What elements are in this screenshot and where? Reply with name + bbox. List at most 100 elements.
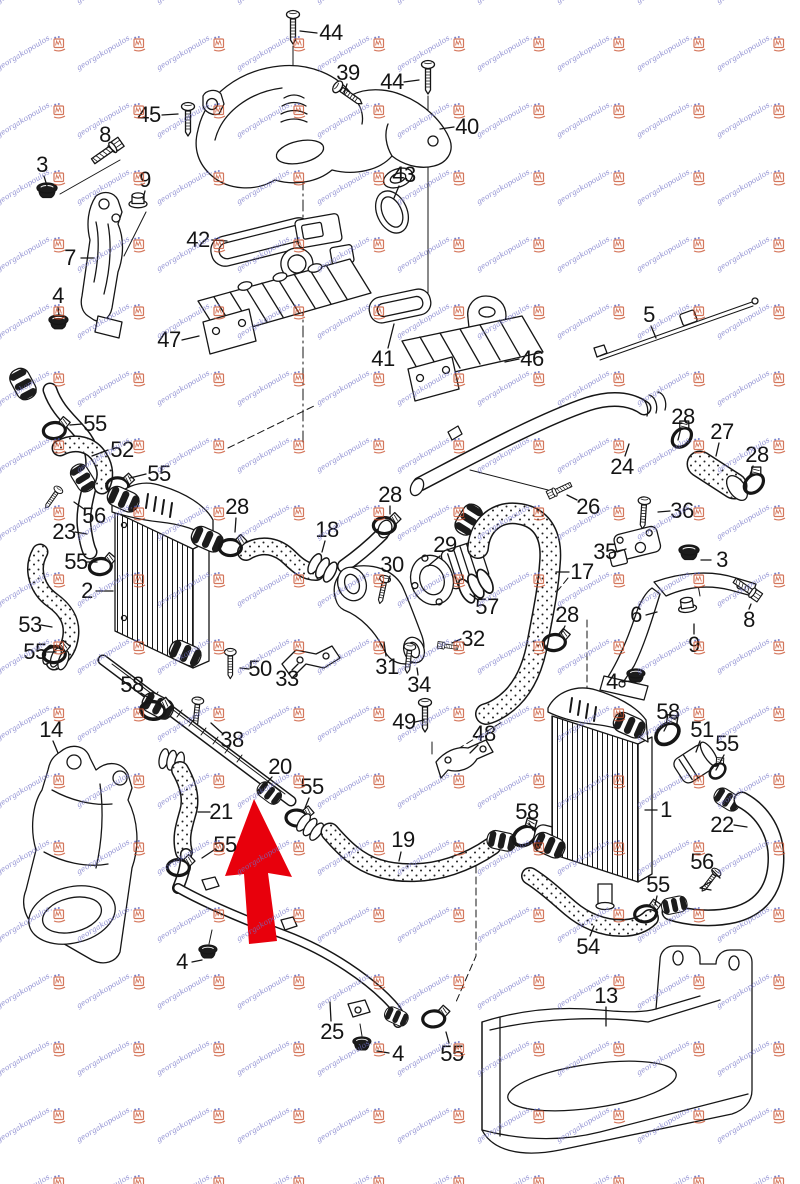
callout-41: 41: [371, 346, 395, 371]
callout-43: 43: [392, 162, 416, 187]
callout-34: 34: [407, 672, 431, 697]
pipe-24: [409, 391, 667, 497]
callout-7: 7: [64, 245, 76, 270]
callout-21: 21: [209, 799, 233, 824]
callout-8: 8: [99, 122, 111, 147]
callout-9: 9: [688, 632, 700, 657]
callout-2: 2: [81, 578, 93, 603]
bolt-36: [635, 495, 652, 530]
callout-20: 20: [268, 754, 292, 779]
callout-29: 29: [433, 532, 457, 557]
callout-38: 38: [220, 727, 244, 752]
intercooler-1: [529, 687, 653, 911]
callout-46: 46: [520, 346, 544, 371]
callout-8: 8: [743, 607, 755, 632]
callout-14: 14: [39, 717, 63, 742]
hose-17: [450, 500, 562, 725]
hose-22: [661, 784, 785, 927]
callout-25: 25: [320, 1019, 344, 1044]
callout-4: 4: [52, 283, 64, 308]
nut-9b: [676, 595, 698, 615]
callout-4: 4: [392, 1041, 404, 1066]
bolt-45: [180, 101, 196, 137]
callout-3: 3: [36, 152, 48, 177]
clamp-55i: [416, 999, 453, 1035]
callout-56: 56: [690, 849, 714, 874]
callout-4: 4: [176, 949, 188, 974]
bolt-50: [223, 647, 237, 680]
bracket-7: [80, 191, 124, 339]
screw-56b: [697, 866, 723, 895]
callout-54: 54: [576, 934, 600, 959]
callout-53: 53: [18, 612, 42, 637]
callout-40: 40: [455, 114, 479, 139]
callout-27: 27: [710, 419, 734, 444]
callout-52: 52: [110, 437, 134, 462]
bracket-48: [435, 739, 494, 779]
intercooler-2: [103, 482, 227, 670]
callout-30: 30: [380, 552, 404, 577]
callout-9: 9: [139, 167, 151, 192]
grommet-3b: [678, 544, 700, 561]
callout-31: 31: [375, 654, 399, 679]
leader-lines: [40, 30, 754, 1054]
callout-3: 3: [716, 547, 728, 572]
callout-5: 5: [643, 302, 655, 327]
sensor-35: [608, 525, 662, 568]
callout-56: 56: [82, 503, 106, 528]
callout-58: 58: [515, 799, 539, 824]
callout-44: 44: [319, 20, 343, 45]
gasket-43: [374, 190, 410, 234]
callout-28: 28: [555, 602, 579, 627]
manifold-46: [401, 295, 544, 402]
callout-23: 23: [52, 519, 76, 544]
callout-28: 28: [378, 482, 402, 507]
callout-49: 49: [392, 709, 416, 734]
callout-39: 39: [336, 60, 360, 85]
screw-49: [417, 697, 433, 733]
callout-28: 28: [225, 494, 249, 519]
shield-14: [23, 745, 138, 964]
pipe-25: [173, 876, 411, 1029]
callout-55: 55: [64, 549, 88, 574]
callout-44: 44: [380, 69, 404, 94]
hoses-left: [5, 364, 138, 672]
grommet-4: [48, 314, 69, 330]
sleeve-27: [686, 450, 749, 502]
callout-55: 55: [440, 1041, 464, 1066]
grommet-4b: [198, 944, 218, 959]
callout-47: 47: [157, 327, 181, 352]
callout-55: 55: [646, 872, 670, 897]
hose-19: [320, 822, 518, 883]
callout-55: 55: [23, 639, 47, 664]
gasket-41: [368, 288, 432, 324]
callout-55: 55: [147, 461, 171, 486]
callout-57: 57: [475, 594, 499, 619]
hose-18: [213, 505, 404, 585]
callout-18: 18: [315, 517, 339, 542]
callout-6: 6: [630, 602, 642, 627]
callout-13: 13: [594, 983, 618, 1008]
callout-4: 4: [606, 669, 618, 694]
cable-tie-5: [593, 297, 759, 361]
callout-32: 32: [461, 626, 485, 651]
callout-24: 24: [610, 454, 634, 479]
highlight-arrow: [225, 799, 292, 944]
callout-58: 58: [656, 699, 680, 724]
duct-13: [481, 945, 753, 1154]
bracket-6: [599, 572, 757, 701]
bolt-44: [285, 9, 301, 45]
callout-1: 1: [660, 797, 672, 822]
callout-45: 45: [137, 102, 161, 127]
callout-17: 17: [570, 559, 594, 584]
callout-26: 26: [576, 494, 600, 519]
callout-51: 51: [690, 717, 714, 742]
callout-42: 42: [186, 227, 210, 252]
callout-50: 50: [248, 656, 272, 681]
callout-22: 22: [710, 812, 734, 837]
callout-36: 36: [670, 498, 694, 523]
grommet-4d: [626, 668, 646, 683]
grommet-4c: [352, 1036, 372, 1051]
callout-55: 55: [300, 774, 324, 799]
